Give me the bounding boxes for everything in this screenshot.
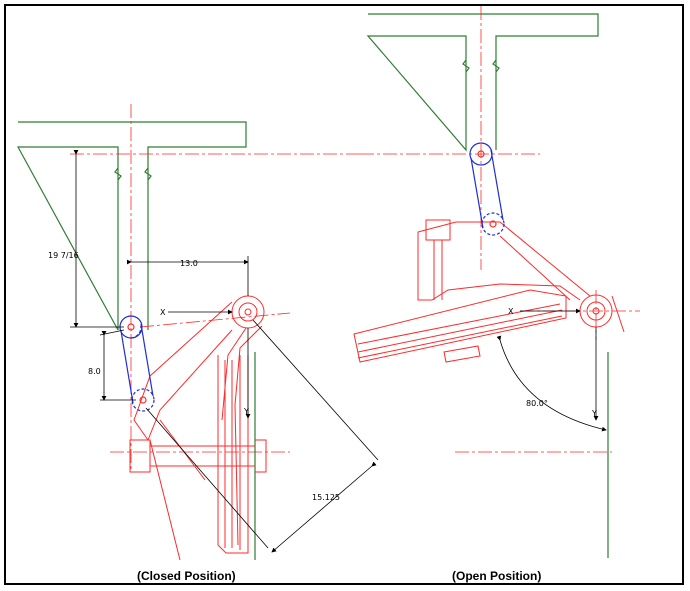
- open-caption: (Open Position): [452, 569, 541, 583]
- closed-dimensions: [70, 150, 379, 553]
- closed-x-axis-label: X: [160, 308, 166, 317]
- open-y-axis-label: Y: [591, 409, 597, 418]
- open-ceiling-beam: [366, 13, 599, 152]
- open-dimensions: [496, 308, 607, 432]
- closed-dim-vertical: 19 7/16: [48, 251, 79, 260]
- closed-link: [119, 315, 155, 412]
- closed-y-axis-label: Y: [243, 407, 249, 416]
- open-angle: 80.0°: [526, 399, 548, 408]
- closed-position-view: 19 7/16 13.0 8.0 15.125 X Y (Closed Posi…: [16, 104, 379, 583]
- closed-dim-horizontal: 13.0: [180, 259, 198, 268]
- closed-dim-diagonal: 15.125: [312, 493, 340, 502]
- open-position-view: X Y 80.0° (Open Position): [353, 6, 640, 583]
- closed-mechanism-arm: [129, 295, 267, 561]
- closed-dim-link: 8.0: [88, 367, 101, 376]
- closed-centerlines: [70, 104, 360, 470]
- open-mechanism-arm: [353, 219, 625, 363]
- open-x-axis-label: X: [508, 307, 514, 316]
- closed-caption: (Closed Position): [137, 569, 236, 583]
- closed-ceiling-beam: [16, 121, 247, 331]
- open-centerlines: [360, 6, 640, 453]
- open-link: [469, 142, 505, 236]
